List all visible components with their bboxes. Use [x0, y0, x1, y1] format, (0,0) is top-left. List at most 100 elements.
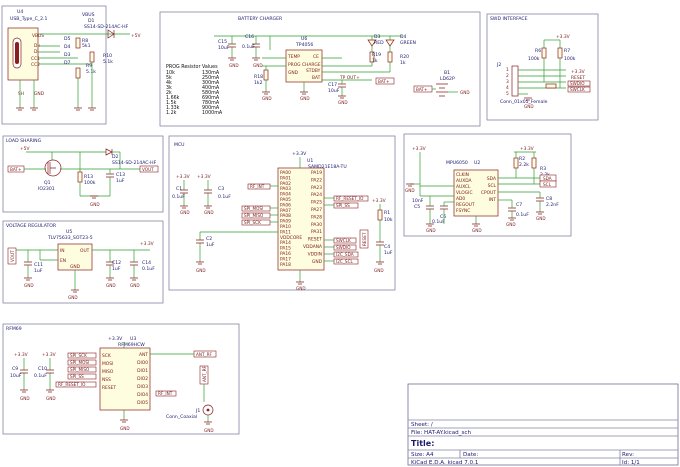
mosfet-q1: [44, 159, 62, 177]
c5-ref: C5: [414, 204, 420, 210]
j1-value: Conn_Coaxial: [166, 414, 197, 420]
svg-text:GND: GND: [506, 222, 516, 227]
svg-text:GND: GND: [20, 396, 30, 401]
mcu-right-pin-1: PA22: [311, 177, 322, 183]
c9-value: 10uF: [10, 373, 22, 379]
rfm-right-pin-2: DIO1: [137, 368, 148, 374]
rfm-right-pin-5: DIO4: [137, 392, 148, 398]
label-spi-ss-rfm-text: SPI_SS: [70, 374, 84, 379]
diode-d1-value: SS14-SD-214AC-HF: [84, 24, 129, 30]
rfm-left-pin-0: SCK: [102, 353, 111, 359]
label-spi-miso-mcu-text: SPI_MISO: [244, 213, 264, 218]
svg-text:GND: GND: [426, 228, 436, 233]
imu-right-pin-3: INT: [489, 197, 497, 203]
swd-vcc: +3.3V: [556, 34, 570, 40]
svg-text:GND: GND: [196, 268, 206, 273]
c3-ref: C3: [218, 186, 224, 192]
usb-value: USB_Type_C_2.1: [10, 16, 47, 22]
imu-left-pin-3: VLOGIC: [456, 190, 473, 196]
usb-net-d7: D7: [64, 60, 71, 66]
imu-left-pin-0: CLKIN: [456, 172, 469, 178]
svg-text:GND: GND: [405, 188, 415, 193]
u6-pin-ce: CE: [313, 54, 319, 60]
imu-value: MPU6050: [446, 160, 468, 166]
mcu-left-pin-13: PA14: [280, 240, 291, 246]
prog-table-current-5: 690mA: [202, 95, 220, 101]
prog-table-resistance-7: 1.33k: [166, 105, 180, 111]
title-file: File: HAT-AY.kicad_sch: [411, 430, 472, 436]
mcu-left-pin-15: PA16: [280, 251, 291, 257]
cap-c8: [536, 197, 544, 202]
rfm-left-pin-2: MISO: [102, 369, 114, 375]
block-title-vbus: VBUS: [82, 12, 95, 18]
prog-table-resistance-5: 1.66k: [166, 95, 180, 101]
c6-ref: C6: [440, 214, 446, 220]
resistor-r3: [531, 157, 537, 169]
imu-right-pin-0: SDA: [487, 176, 496, 182]
mcu-right-pin-4: PA25: [311, 200, 322, 206]
resistor-r18-ref: R18: [254, 74, 263, 80]
cap-c15-value: 10uF: [218, 45, 230, 51]
cap-c7: [508, 207, 516, 212]
rfm-value: RFM69HCW: [118, 342, 145, 348]
u6-pin-gnd: GND: [288, 70, 299, 76]
label-bat-plus-load-text: BAT+: [10, 167, 22, 172]
c2-value: 1uF: [206, 242, 215, 248]
block-title-voltage-regulator: VOLTAGE REGULATOR: [6, 223, 57, 229]
imu-left-pin-2: AUXCL: [456, 184, 471, 190]
label-swdio-text: SWDIO: [570, 81, 585, 86]
usb-pin-dp: D+: [34, 43, 41, 49]
svg-text:GND: GND: [374, 268, 384, 273]
mcu-right-pin-8: PA31: [311, 229, 322, 235]
prog-table-resistance-3: 3k: [166, 85, 172, 91]
label-vout-reg: [7, 247, 17, 265]
mcu-value: SAMD21E18A-TU: [308, 164, 347, 170]
led-d3-ref: D3: [374, 34, 381, 40]
d2-value: SS14-SD-214AC-HF: [112, 160, 157, 166]
svg-text:GND: GND: [180, 210, 190, 215]
c14-value: 0.1uF: [142, 266, 155, 272]
j2-pin-1: 1: [506, 67, 509, 73]
mcu-left-pin-3: PA03: [280, 186, 291, 192]
mcu-right-pin-2: PA23: [311, 185, 322, 191]
usb-pin-cc1: CC1: [31, 56, 40, 62]
usb-pin-dm: D-: [34, 49, 39, 55]
resistor-r9-value: 5.1k: [86, 69, 96, 75]
c11-ref: C11: [34, 262, 43, 268]
svg-text:GND: GND: [68, 295, 78, 300]
mcu-left-pin-16: PA17: [280, 256, 291, 262]
mcu-right-pin-7: PA30: [311, 222, 322, 228]
prog-table-resistance-2: 4k: [166, 80, 172, 86]
resistor-r18: [263, 69, 269, 81]
q1-ref: Q1: [44, 180, 51, 186]
resistor-r20-ref: R20: [400, 54, 409, 60]
block-title-swd: SWD INTERFACE: [490, 16, 528, 22]
block-load-sharing: [2, 135, 164, 213]
prog-table-resistance-4: 2k: [166, 90, 172, 96]
j2-pin-3: 3: [506, 79, 509, 85]
label-bat-plus-charger-text: BAT+: [378, 79, 390, 84]
rfm-right-pin-3: DIO2: [137, 376, 148, 382]
resistor-r19-ref: R19: [372, 52, 381, 58]
r2-value: 2.2k: [519, 162, 529, 168]
prog-table-current-2: 300mA: [202, 80, 220, 86]
imu-left-pin-5: REGOUT: [456, 202, 475, 208]
usb-net-d4: D4: [64, 44, 71, 50]
mcu-c3-vcc: +3.3V: [197, 174, 211, 180]
usb-pin-gnd: GND: [34, 91, 45, 97]
label-scl-mcu: [333, 258, 359, 265]
c8-ref: C8: [546, 196, 552, 202]
label-swclk: [567, 86, 591, 93]
u6-pin-temp: TEMP: [287, 54, 300, 60]
c1-ref: C1: [176, 186, 182, 192]
led-d4-ref: D4: [400, 34, 407, 40]
mcu-u1: [277, 167, 325, 271]
rfm-ref: U3: [130, 336, 136, 342]
mcu-left-pin-2: PA02: [280, 181, 291, 187]
j2-pin-4: 4: [506, 85, 509, 91]
svg-text:GND: GND: [262, 96, 272, 101]
svg-text:GND: GND: [338, 100, 348, 105]
mcu-left-pin-9: PA09: [280, 219, 291, 225]
